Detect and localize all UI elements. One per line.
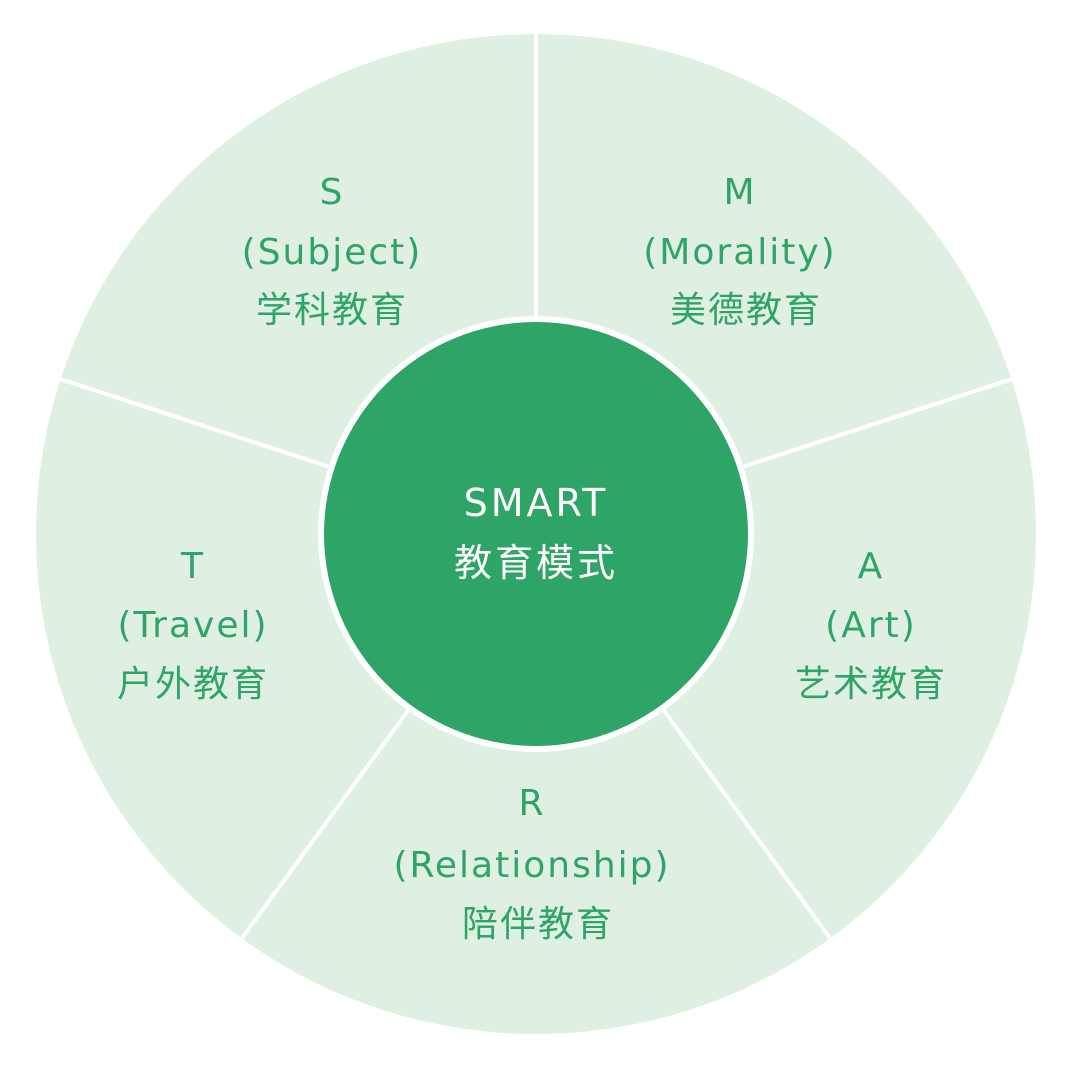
segment-art-english: (Art) [825, 605, 917, 646]
center-title: SMART [464, 481, 609, 525]
segment-art-letter: A [858, 546, 885, 587]
divider-t-s [59, 377, 331, 469]
segment-relationship-english: (Relationship) [393, 845, 670, 886]
segment-relationship-chinese: 陪伴教育 [462, 904, 614, 945]
divider-m-a [741, 377, 1013, 469]
segment-morality: M (Morality) 美德教育 [643, 172, 836, 331]
segment-subject-chinese: 学科教育 [256, 290, 408, 331]
segment-relationship: R (Relationship) 陪伴教育 [393, 783, 670, 945]
segment-morality-english: (Morality) [643, 232, 836, 273]
segment-subject: S (Subject) 学科教育 [242, 172, 423, 331]
divider-a-r [660, 706, 832, 940]
segment-dividers [59, 34, 1013, 940]
segment-art-chinese: 艺术教育 [795, 664, 947, 705]
segment-morality-letter: M [723, 172, 756, 213]
center-subtitle: 教育模式 [454, 541, 618, 585]
segment-art: A (Art) 艺术教育 [795, 546, 947, 705]
divider-r-t [240, 706, 412, 940]
segment-travel: T (Travel) 户外教育 [117, 546, 269, 705]
segment-travel-letter: T [180, 546, 205, 587]
segment-travel-english: (Travel) [117, 605, 268, 646]
segment-subject-english: (Subject) [242, 232, 423, 273]
segment-subject-letter: S [320, 172, 345, 213]
segment-travel-chinese: 户外教育 [117, 664, 269, 705]
segment-morality-chinese: 美德教育 [670, 290, 822, 331]
center-circle [324, 322, 748, 746]
center-label: SMART 教育模式 [454, 481, 618, 585]
segment-relationship-letter: R [518, 783, 545, 824]
